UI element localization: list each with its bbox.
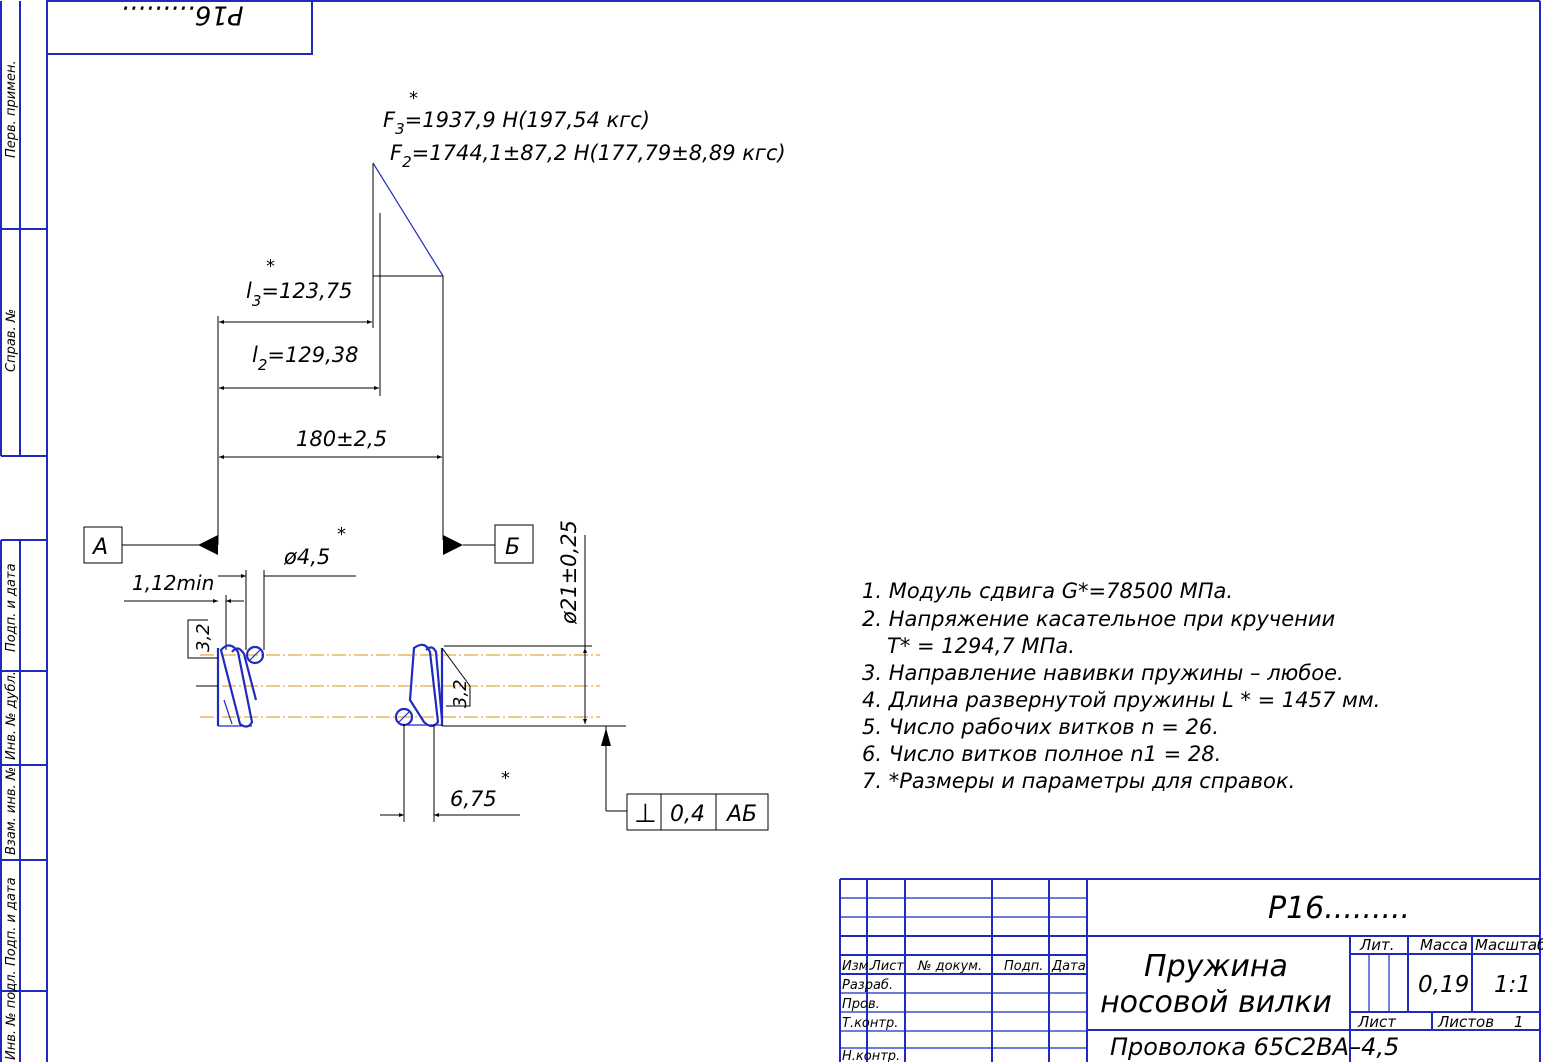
- col-izm: Изм.: [842, 959, 873, 974]
- wire-diameter-star: *: [337, 524, 346, 545]
- svg-text:F3=1937,9 Н(197,54 кгс): F3=1937,9 Н(197,54 кгс): [383, 108, 650, 138]
- l2-value: =129,38: [267, 343, 358, 367]
- l3-symbol: l: [246, 279, 252, 303]
- label-perv-primen: Перв. примен.: [4, 60, 19, 158]
- col-podp: Подп.: [1004, 959, 1043, 974]
- tolerance-value: 0,4: [670, 802, 705, 827]
- col-data: Дата: [1051, 959, 1086, 974]
- f3-subscript: 3: [395, 120, 405, 138]
- col-doc: № докум.: [917, 959, 982, 974]
- l3-star: *: [266, 256, 275, 277]
- designation: P16.........: [1268, 891, 1410, 926]
- svg-text:l2=129,38: l2=129,38: [252, 343, 358, 374]
- lit-label: Лит.: [1359, 936, 1395, 954]
- corner-stamp-text: P16.........: [120, 0, 243, 30]
- datum-b: Б: [443, 524, 534, 564]
- pitch-star: *: [501, 768, 510, 789]
- pitch-dim: 6,75 *: [380, 724, 520, 822]
- mass-value: 0,19: [1418, 972, 1469, 998]
- row-nkontr: Н.контр.: [842, 1049, 900, 1062]
- part-name-line1: Пружина: [1144, 949, 1288, 984]
- outer-diameter: ø21±0,25: [557, 520, 581, 625]
- svg-text:F2=1744,1±87,2 Н(177,79±8,89 к: F2=1744,1±87,2 Н(177,79±8,89 кгс): [390, 141, 786, 171]
- title-block-text: P16......... Пружина носовой вилки Прово…: [842, 891, 1543, 1062]
- note-6: 6. Число витков полное n1 = 28.: [862, 742, 1221, 766]
- label-inv-podl: Инв. № подл.: [4, 970, 19, 1060]
- datum-b-label: Б: [505, 535, 520, 560]
- col-list: Лист: [870, 959, 904, 974]
- force-labels: F3=1937,9 Н(197,54 кгс) * F2=1744,1±87,2…: [383, 88, 786, 171]
- tolerance-frame: ⊥ 0,4 АБ: [601, 726, 769, 831]
- f3-value: =1937,9 Н(197,54 кгс): [405, 108, 650, 132]
- corner-stamp: P16.........: [46, 0, 313, 55]
- f3-star: *: [409, 88, 418, 109]
- length-dimensions: l3=123,75 * l2=129,38 180±2,5: [217, 256, 442, 545]
- side-labels: Перв. примен. Справ. № Подп. и дата Инв.…: [4, 60, 19, 1060]
- mass-label: Масса: [1420, 936, 1468, 954]
- label-inv-dubl: Инв. № дубл.: [4, 671, 19, 760]
- note-1: 1. Модуль сдвига G*=78500 МПа.: [862, 579, 1233, 603]
- part-name-line2: носовой вилки: [1100, 985, 1332, 1020]
- sheets-label: Листов: [1437, 1013, 1494, 1031]
- note-2-cont: T* = 1294,7 МПа.: [887, 634, 1075, 658]
- material: Проволока 65С2ВА–4,5: [1110, 1033, 1399, 1061]
- label-vzam-inv: Взам. инв. №: [4, 767, 19, 855]
- ground-left: 3,2: [193, 623, 214, 652]
- f2-subscript: 2: [402, 153, 412, 171]
- note-7: 7. *Размеры и параметры для справок.: [862, 769, 1295, 793]
- force-diagram: [372, 162, 444, 540]
- f2-value: =1744,1±87,2 Н(177,79±8,89 кгс): [412, 141, 786, 165]
- scale-value: 1:1: [1494, 972, 1531, 998]
- tolerance-symbol: ⊥: [634, 799, 657, 829]
- sheets-count: 1: [1514, 1013, 1524, 1031]
- f2-symbol: F: [390, 141, 403, 165]
- spring-section: [187, 619, 600, 728]
- wire-diameter-dim: ø4,5 *: [218, 524, 356, 650]
- datum-a-label: А: [91, 535, 108, 560]
- label-podp-data-1: Подп. и дата: [4, 563, 19, 652]
- wire-diameter: ø4,5: [283, 545, 330, 569]
- f3-symbol: F: [383, 108, 396, 132]
- label-podp-data-2: Подп. и дата: [4, 877, 19, 966]
- l2-symbol: l: [252, 343, 258, 367]
- total-length: 180±2,5: [296, 427, 387, 451]
- sheet-label: Лист: [1357, 1013, 1397, 1031]
- tolerance-datum: АБ: [725, 802, 757, 827]
- note-2: 2. Напряжение касательное при кручении: [862, 607, 1335, 631]
- note-4: 4. Длина развернутой пружины L * = 1457 …: [862, 688, 1380, 712]
- gap-min: 1,12min: [132, 571, 214, 595]
- row-prov: Пров.: [842, 997, 880, 1012]
- ground-right: 3,2: [450, 679, 471, 708]
- title-block: [839, 878, 1540, 1062]
- scale-label: Масштаб: [1475, 936, 1543, 954]
- l2-subscript: 2: [258, 356, 268, 374]
- gap-min-dim: 1,12min: [124, 571, 244, 650]
- svg-text:l3=123,75: l3=123,75: [246, 279, 352, 310]
- row-razrab: Разраб.: [842, 978, 893, 993]
- note-5: 5. Число рабочих витков n = 26.: [862, 715, 1219, 739]
- datum-a: А: [83, 526, 218, 564]
- label-sprav-no: Справ. №: [4, 309, 19, 372]
- row-tkontr: Т.контр.: [842, 1016, 898, 1031]
- outer-diameter-dim: ø21±0,25: [442, 520, 626, 727]
- ground-labels: 3,2 3,2: [193, 623, 471, 708]
- pitch: 6,75: [450, 787, 497, 811]
- technical-notes: 1. Модуль сдвига G*=78500 МПа. 2. Напряж…: [862, 579, 1380, 793]
- note-3: 3. Направление навивки пружины – любое.: [862, 661, 1344, 685]
- l3-subscript: 3: [252, 292, 262, 310]
- l3-value: =123,75: [261, 279, 352, 303]
